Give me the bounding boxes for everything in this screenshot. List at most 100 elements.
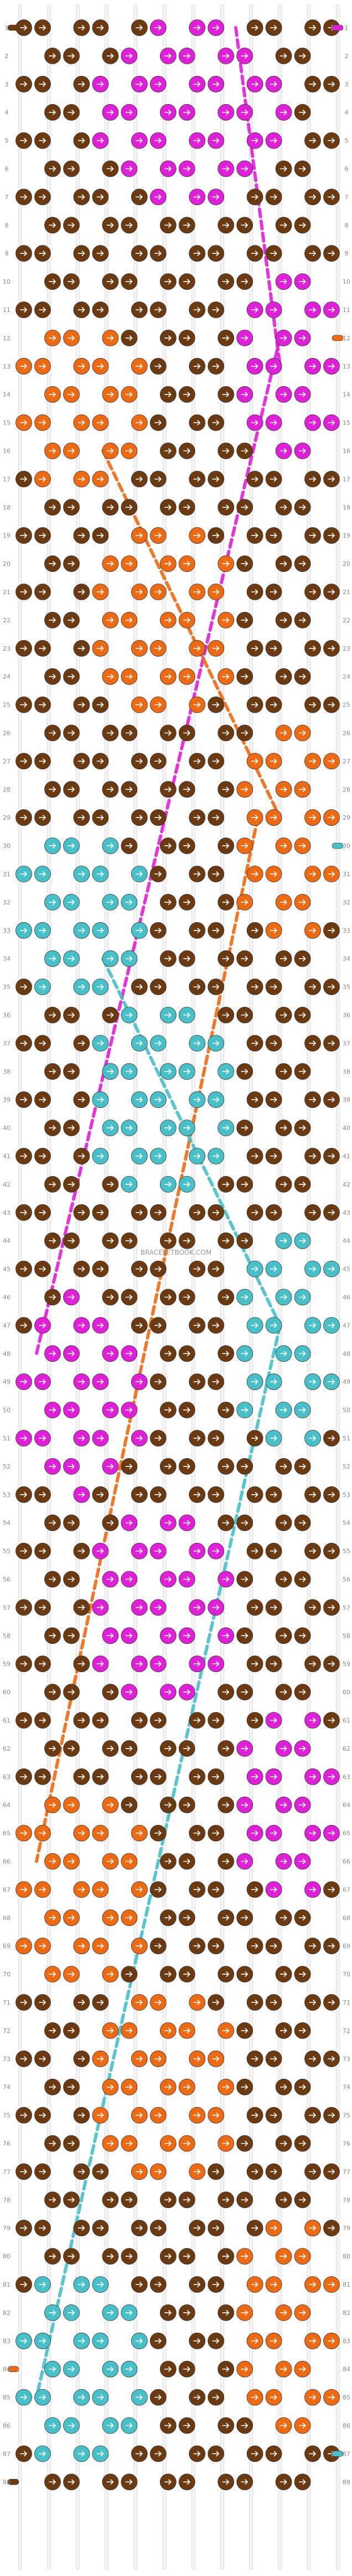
arrow-icon bbox=[193, 2000, 201, 2005]
arrow-icon bbox=[136, 1210, 143, 1215]
arrow-icon bbox=[20, 1322, 28, 1328]
watermark-text: BRACELETBOOK.COM bbox=[141, 1249, 211, 1256]
arrow-icon bbox=[49, 1464, 56, 1469]
arrow-icon bbox=[279, 2479, 287, 2485]
arrow-icon bbox=[222, 166, 230, 172]
arrow-icon bbox=[212, 1604, 220, 1611]
arrow-icon bbox=[164, 53, 172, 59]
arrow-icon bbox=[49, 1689, 56, 1695]
arrow-icon bbox=[193, 928, 201, 933]
row-number-right: 84 bbox=[343, 2366, 350, 2373]
arrow-icon bbox=[125, 1802, 133, 1808]
arrow-icon bbox=[125, 1351, 133, 1357]
arrow-icon bbox=[279, 1802, 287, 1808]
arrow-icon bbox=[68, 279, 75, 284]
arrow-icon bbox=[96, 928, 104, 933]
arrow-icon bbox=[125, 1746, 133, 1751]
arrow-icon bbox=[270, 1153, 277, 1159]
arrow-icon bbox=[164, 2084, 172, 2090]
arrow-icon bbox=[39, 194, 46, 200]
arrow-icon bbox=[251, 533, 258, 538]
arrow-icon bbox=[39, 2056, 46, 2062]
arrow-icon bbox=[136, 1774, 143, 1780]
arrow-icon bbox=[183, 1576, 190, 1582]
arrow-icon bbox=[309, 1661, 317, 1667]
arrow-icon bbox=[154, 1492, 162, 1497]
arrow-icon bbox=[68, 2310, 75, 2316]
arrow-icon bbox=[212, 2282, 220, 2287]
arrow-icon bbox=[154, 364, 162, 369]
arrow-icon bbox=[96, 1379, 104, 1384]
arrow-icon bbox=[77, 307, 85, 313]
row-number-right: 11 bbox=[343, 306, 350, 314]
arrow-icon bbox=[136, 589, 143, 595]
arrow-icon bbox=[298, 279, 306, 284]
row-number-left: 55 bbox=[3, 1548, 11, 1555]
arrow-icon bbox=[193, 1153, 201, 1159]
arrow-icon bbox=[298, 2479, 306, 2485]
arrow-icon bbox=[77, 2169, 85, 2175]
row-number-right: 64 bbox=[343, 1802, 350, 1809]
row-number-left: 71 bbox=[3, 1999, 11, 2006]
arrow-icon bbox=[241, 1915, 249, 1921]
row-number-left: 59 bbox=[3, 1660, 11, 1668]
arrow-icon bbox=[136, 2338, 143, 2344]
arrow-icon bbox=[77, 871, 85, 877]
arrow-icon bbox=[136, 2000, 143, 2005]
arrow-icon bbox=[328, 1774, 335, 1780]
arrow-icon bbox=[154, 2394, 162, 2400]
arrow-icon bbox=[96, 1322, 104, 1328]
arrow-icon bbox=[328, 1210, 335, 1215]
arrow-icon bbox=[49, 843, 56, 849]
arrow-icon bbox=[212, 1210, 220, 1215]
arrow-icon bbox=[309, 1435, 317, 1441]
arrow-icon bbox=[154, 1040, 162, 1046]
arrow-icon bbox=[222, 53, 230, 59]
arrow-icon bbox=[241, 1576, 249, 1582]
arrow-icon bbox=[164, 617, 172, 623]
arrow-icon bbox=[20, 2225, 28, 2231]
arrow-icon bbox=[298, 1633, 306, 1639]
arrow-icon bbox=[39, 1548, 46, 1554]
arrow-icon bbox=[77, 2000, 85, 2005]
arrow-icon bbox=[20, 476, 28, 482]
arrow-icon bbox=[125, 1294, 133, 1300]
arrow-icon bbox=[154, 1210, 162, 1215]
arrow-icon bbox=[39, 1322, 46, 1328]
arrow-icon bbox=[154, 1435, 162, 1441]
arrow-icon bbox=[136, 194, 143, 200]
arrow-icon bbox=[222, 279, 230, 284]
arrow-icon bbox=[106, 1069, 114, 1075]
row-number-right: 69 bbox=[343, 1943, 350, 1950]
arrow-icon bbox=[270, 420, 277, 426]
arrow-icon bbox=[49, 1915, 56, 1921]
row-number-left: 69 bbox=[3, 1943, 11, 1950]
arrow-icon bbox=[279, 673, 287, 679]
arrow-icon bbox=[39, 2112, 46, 2118]
arrow-icon bbox=[39, 758, 46, 764]
row-number-left: 11 bbox=[3, 306, 11, 314]
arrow-icon bbox=[270, 646, 277, 651]
arrow-icon bbox=[212, 2225, 220, 2231]
arrow-icon bbox=[222, 1182, 230, 1187]
arrow-icon bbox=[212, 1718, 220, 1723]
arrow-icon bbox=[309, 1040, 317, 1046]
row-number-right: 36 bbox=[343, 1012, 350, 1019]
arrow-icon bbox=[270, 194, 277, 200]
arrow-icon bbox=[251, 420, 258, 426]
arrow-icon bbox=[68, 2253, 75, 2259]
arrow-icon bbox=[39, 2282, 46, 2287]
arrow-icon bbox=[77, 1040, 85, 1046]
arrow-icon bbox=[298, 2197, 306, 2203]
arrow-icon bbox=[164, 561, 172, 566]
arrow-icon bbox=[96, 1887, 104, 1893]
arrow-icon bbox=[328, 307, 335, 313]
arrow-icon bbox=[77, 758, 85, 764]
arrow-icon bbox=[136, 984, 143, 990]
row-number-left: 12 bbox=[3, 335, 11, 342]
arrow-icon bbox=[222, 1351, 230, 1357]
arrow-icon bbox=[136, 702, 143, 708]
row-number-left: 28 bbox=[3, 786, 11, 793]
arrow-icon bbox=[279, 1464, 287, 1469]
arrow-icon bbox=[154, 194, 162, 200]
